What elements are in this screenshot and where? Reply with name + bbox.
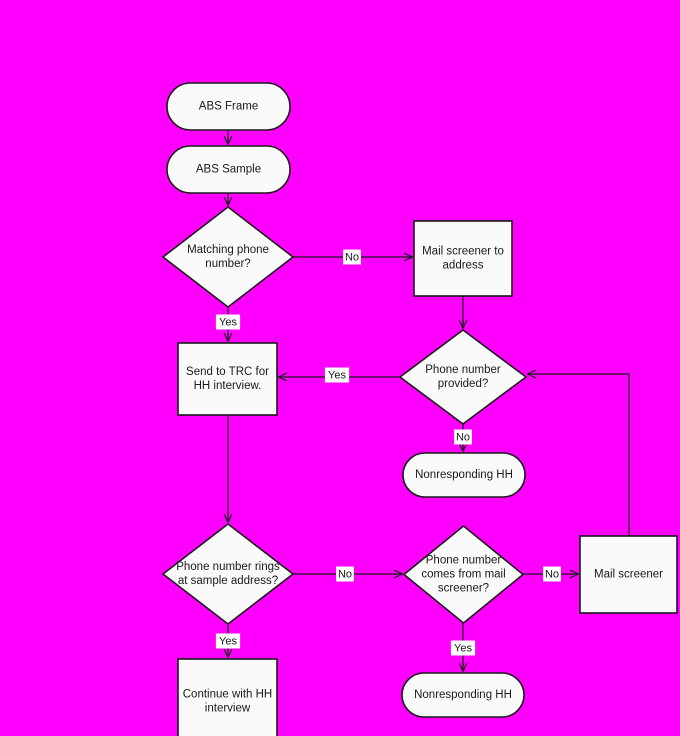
- edge-label-e-frommail-yes: Yes: [450, 640, 476, 656]
- edge-label-text: No: [545, 568, 559, 580]
- decision-diamond: [161, 205, 295, 309]
- edge-label-e-provided-yes: Yes: [324, 367, 350, 383]
- edge-label-text: Yes: [219, 316, 237, 328]
- edge-label-e-matching-yes: Yes: [215, 314, 241, 330]
- edge-label-text: Yes: [328, 369, 346, 381]
- process-box: [177, 342, 278, 416]
- node-abs_frame[interactable]: ABS Frame: [166, 82, 291, 131]
- edge-label-e-rings-yes: Yes: [215, 633, 241, 649]
- edge-label-e-frommail-no: No: [543, 566, 561, 582]
- edge-label-background: [336, 566, 354, 582]
- edge-label-e-rings-no: No: [336, 566, 354, 582]
- node-label: Nonresponding HH: [415, 469, 513, 481]
- edge-label-text: No: [338, 568, 352, 580]
- edge-label-background: [324, 367, 350, 383]
- node-nonresponding_hh_2[interactable]: Nonresponding HH: [401, 672, 525, 718]
- node-label: ABS Frame: [199, 101, 258, 113]
- edge-label-background: [450, 640, 476, 656]
- node-abs_sample[interactable]: ABS Sample: [166, 145, 291, 194]
- edge-label-background: [215, 633, 241, 649]
- terminator-shape: [166, 82, 291, 131]
- decision-diamond: [402, 524, 525, 625]
- terminator-shape: [401, 672, 525, 718]
- edge-label-text: Yes: [454, 642, 472, 654]
- process-box: [413, 220, 513, 297]
- node-label: Mail screener: [594, 569, 663, 581]
- edge-label-background: [543, 566, 561, 582]
- decision-diamond: [398, 329, 528, 425]
- edge-label-text: No: [456, 431, 470, 443]
- edge-label-background: [454, 429, 472, 445]
- process-box: [177, 658, 278, 736]
- edge-label-e-provided-no: No: [454, 429, 472, 445]
- edge-label-e-matching-no: No: [343, 249, 361, 265]
- node-mail_screener[interactable]: Mail screener: [579, 535, 678, 614]
- edge-label-background: [215, 314, 241, 330]
- node-nonresponding_hh_1[interactable]: Nonresponding HH: [402, 452, 526, 498]
- edge-label-text: No: [345, 251, 359, 263]
- edge-e-mailscreener-provided: [528, 374, 630, 536]
- process-box: [579, 535, 678, 614]
- terminator-shape: [166, 145, 291, 194]
- terminator-shape: [402, 452, 526, 498]
- node-label: ABS Sample: [196, 164, 261, 176]
- edge-path: [528, 374, 630, 536]
- edge-label-text: Yes: [219, 635, 237, 647]
- decision-diamond: [161, 522, 295, 626]
- edge-label-background: [343, 249, 361, 265]
- node-label: Nonresponding HH: [414, 689, 512, 701]
